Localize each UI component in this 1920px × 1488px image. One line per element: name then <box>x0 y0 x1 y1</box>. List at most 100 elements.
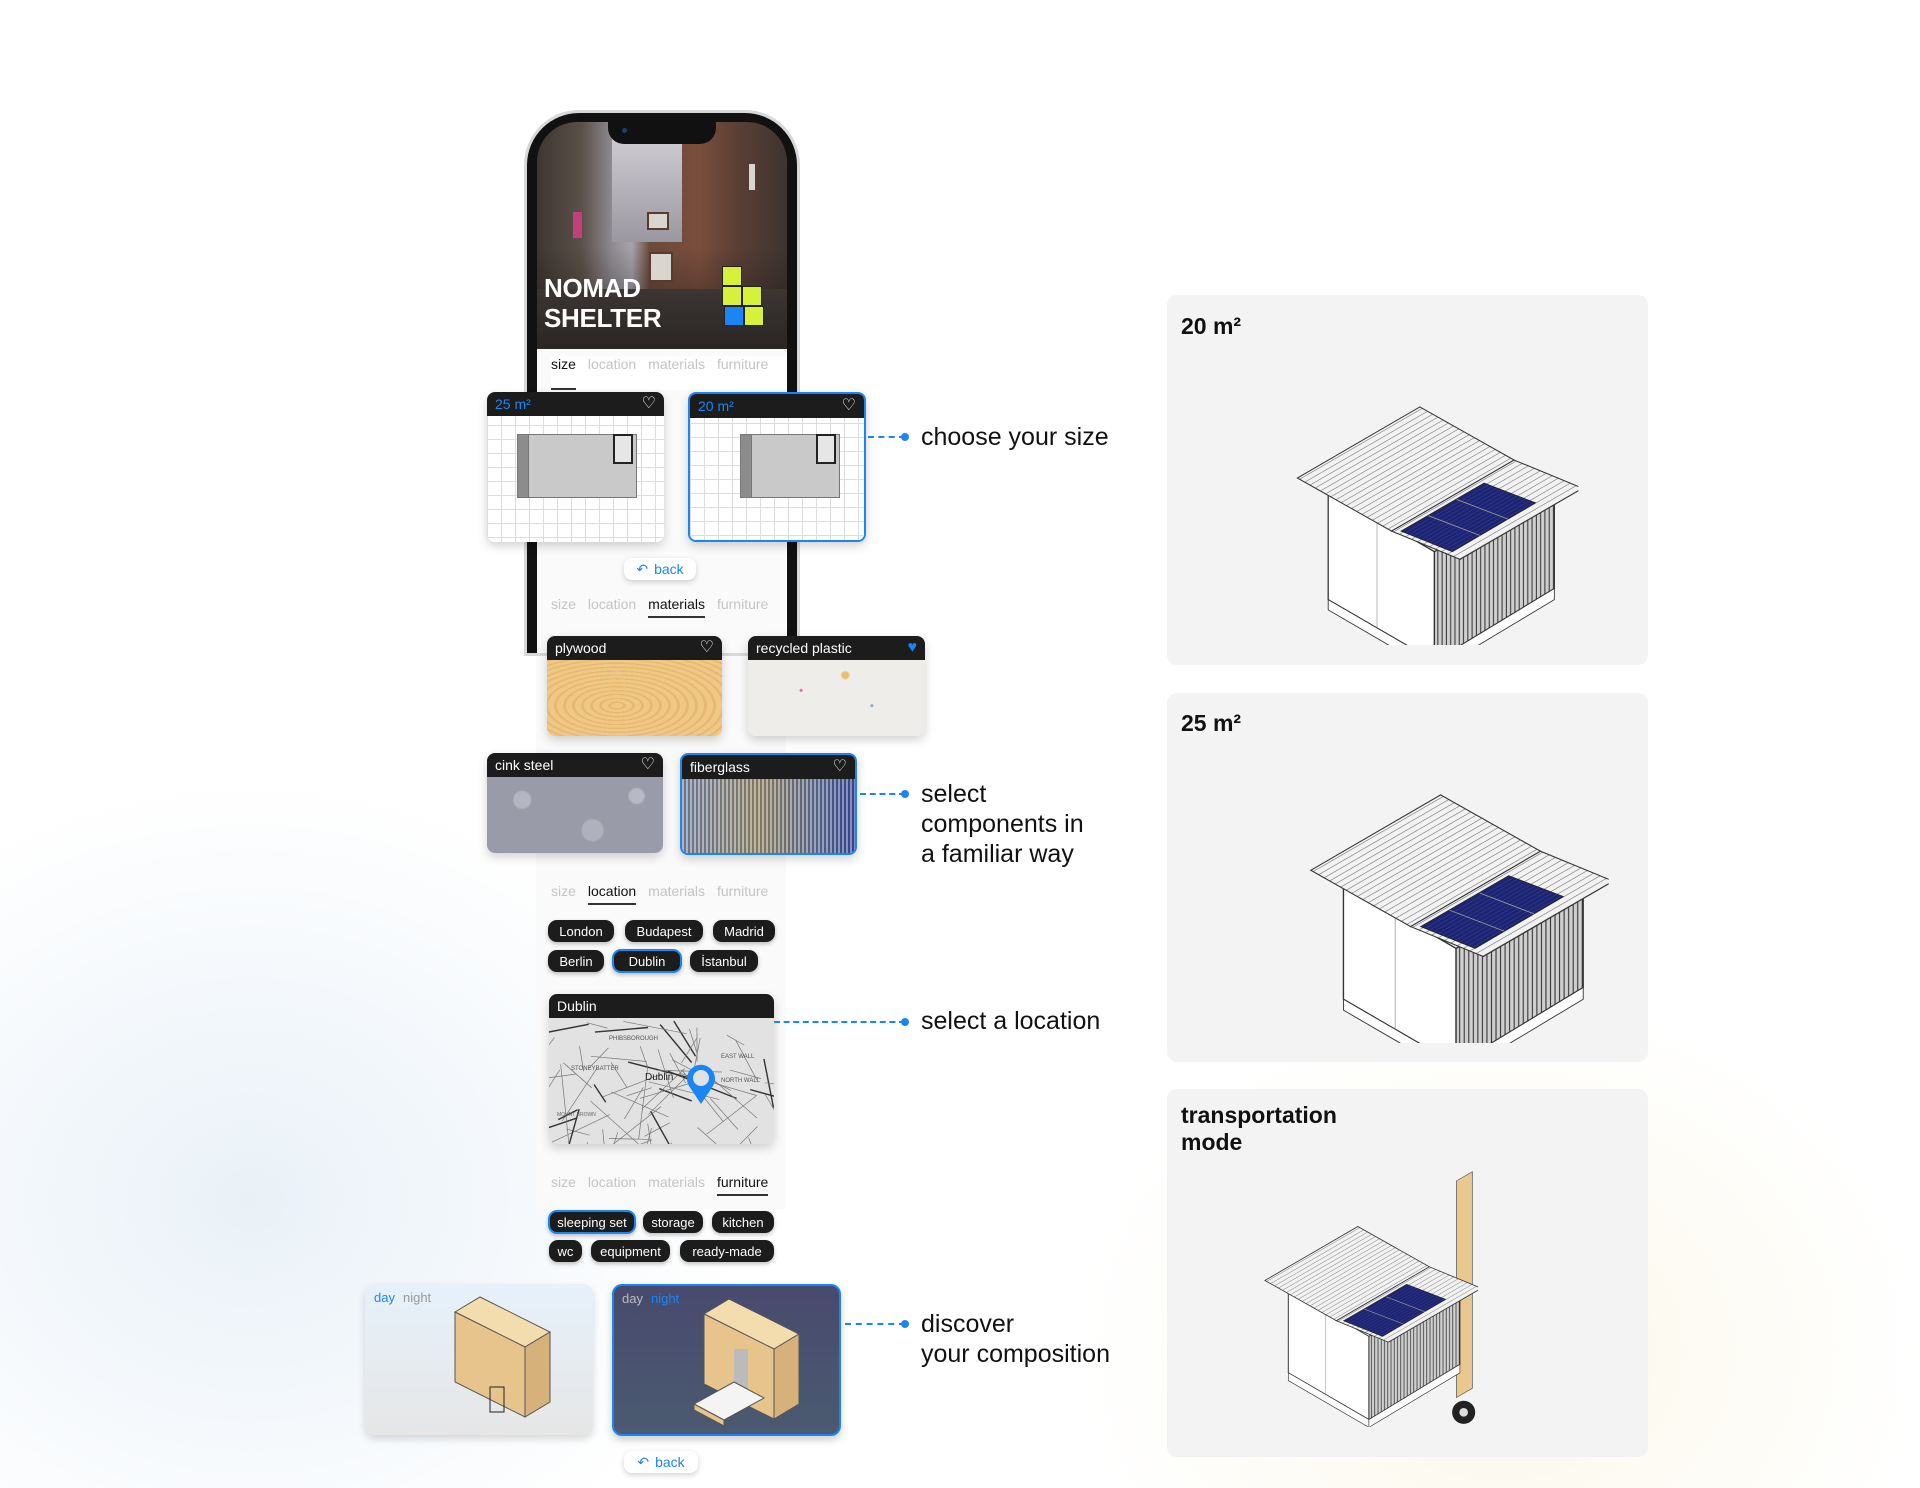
size-label: 25 m² <box>495 396 531 412</box>
shed-20-illustration <box>1207 335 1607 645</box>
day-toggle[interactable]: day <box>622 1291 643 1306</box>
connector-line <box>860 793 905 795</box>
material-card-plywood[interactable]: plywood ♡ <box>547 636 722 736</box>
map-label: STONEYBATTER <box>571 1066 619 1072</box>
shed-card-25: 25 m² <box>1167 693 1648 1062</box>
shed-25-illustration <box>1217 723 1637 1043</box>
tab-furniture[interactable]: furniture <box>716 596 769 612</box>
tab-bar-materials: size location materials furniture <box>551 596 768 618</box>
tab-bar-location: size location materials furniture <box>551 883 768 905</box>
undo-arrow-icon: ↶ <box>636 560 649 577</box>
heart-icon[interactable]: ♡ <box>641 395 656 412</box>
map-label: MOUNT BROWN <box>557 1112 596 1118</box>
storage-wall-illustration <box>453 1296 552 1418</box>
day-toggle[interactable]: day <box>374 1290 395 1305</box>
material-card-recycled-plastic[interactable]: recycled plastic ♥ <box>748 636 925 736</box>
tab-size[interactable]: size <box>551 1174 576 1190</box>
map-pin-icon[interactable] <box>687 1064 715 1104</box>
plywood-texture <box>547 660 722 736</box>
tab-location[interactable]: location <box>587 1174 637 1190</box>
connector-dot <box>901 1320 909 1328</box>
floor-plan <box>690 418 864 540</box>
card-title: 25 m² <box>1181 710 1242 736</box>
size-card-25[interactable]: 25 m² ♡ <box>487 392 664 542</box>
location-chip-dublin[interactable]: Dublin <box>612 949 682 973</box>
location-chip-berlin[interactable]: Berlin <box>548 950 604 972</box>
furniture-chip-equipment[interactable]: equipment <box>591 1240 670 1262</box>
tab-materials[interactable]: materials <box>648 1174 705 1190</box>
back-button[interactable]: ↶back <box>624 1451 698 1473</box>
night-view-card[interactable]: day night <box>612 1284 841 1436</box>
day-view-card[interactable]: day night <box>365 1284 593 1435</box>
tab-size[interactable]: size <box>551 356 576 390</box>
material-label: cink steel <box>495 757 554 773</box>
material-label: recycled plastic <box>756 640 852 656</box>
connector-line <box>868 436 905 438</box>
material-label: fiberglass <box>690 759 750 775</box>
map-label: EAST WALL <box>721 1054 755 1060</box>
night-toggle[interactable]: night <box>650 1291 680 1306</box>
furniture-chip-sleeping-set[interactable]: sleeping set <box>548 1210 636 1234</box>
connector-dot <box>901 1018 909 1026</box>
connector-dot <box>901 433 909 441</box>
material-card-fiberglass[interactable]: fiberglass ♡ <box>680 753 857 855</box>
material-label: plywood <box>555 640 607 656</box>
tab-furniture[interactable]: furniture <box>716 1174 769 1196</box>
tab-materials[interactable]: materials <box>648 883 705 899</box>
sleeping-set-illustration <box>694 1298 801 1427</box>
fiberglass-texture <box>682 779 855 853</box>
location-chip-istanbul[interactable]: İstanbul <box>690 950 758 972</box>
furniture-chip-ready-made[interactable]: ready-made <box>680 1240 774 1262</box>
furniture-chip-storage[interactable]: storage <box>643 1211 703 1233</box>
tab-materials[interactable]: materials <box>648 596 705 618</box>
shed-card-20: 20 m² <box>1167 295 1648 665</box>
night-toggle[interactable]: night <box>402 1290 432 1305</box>
heart-filled-icon[interactable]: ♥ <box>907 639 918 656</box>
location-chip-london[interactable]: London <box>548 920 614 942</box>
tab-bar-size: size location materials furniture <box>551 356 787 390</box>
size-card-20[interactable]: 20 m²♡ <box>688 392 866 542</box>
connector-line <box>845 1323 905 1325</box>
material-card-cink-steel[interactable]: cink steel ♡ <box>487 753 663 853</box>
furniture-chip-kitchen[interactable]: kitchen <box>712 1211 774 1233</box>
heart-icon[interactable]: ♡ <box>640 756 655 773</box>
phone-frame <box>527 113 797 653</box>
furniture-chip-wc[interactable]: wc <box>549 1240 582 1262</box>
tab-location[interactable]: location <box>587 883 637 905</box>
recycled-plastic-texture <box>748 660 925 736</box>
tab-furniture[interactable]: furniture <box>716 356 769 372</box>
connector-dot <box>901 790 909 798</box>
heart-icon[interactable]: ♡ <box>841 397 856 414</box>
annotation-size: choose your size <box>921 423 1109 451</box>
map-label: Dublin <box>645 1072 673 1083</box>
tab-location[interactable]: location <box>587 596 637 612</box>
cink-steel-texture <box>487 777 663 853</box>
tab-size[interactable]: size <box>551 596 576 612</box>
location-chip-madrid[interactable]: Madrid <box>713 920 775 942</box>
location-chip-budapest[interactable]: Budapest <box>625 920 703 942</box>
annotation-location: select a location <box>921 1007 1101 1035</box>
connector-line <box>774 1021 905 1023</box>
tab-furniture[interactable]: furniture <box>716 883 769 899</box>
card-title: 20 m² <box>1181 313 1242 339</box>
back-button[interactable]: ↶back <box>624 558 696 580</box>
floor-plan <box>487 416 664 542</box>
tab-materials[interactable]: materials <box>648 356 705 372</box>
heart-icon[interactable]: ♡ <box>699 639 714 656</box>
shed-transport-illustration <box>1247 1171 1507 1449</box>
map-label: PHIBSBOROUGH <box>609 1036 658 1042</box>
tab-location[interactable]: location <box>587 356 637 372</box>
tab-size[interactable]: size <box>551 883 576 899</box>
location-map-card[interactable]: Dublin PHIBSBOROUGH STONEYBATTER Dublin … <box>549 994 774 1144</box>
wheel-icon <box>1452 1400 1476 1424</box>
map-title: Dublin <box>557 998 597 1014</box>
camera-dot <box>622 128 627 133</box>
heart-icon[interactable]: ♡ <box>832 758 847 775</box>
undo-arrow-icon: ↶ <box>637 1453 650 1470</box>
dublin-map[interactable]: PHIBSBOROUGH STONEYBATTER Dublin EAST WA… <box>549 1018 774 1144</box>
